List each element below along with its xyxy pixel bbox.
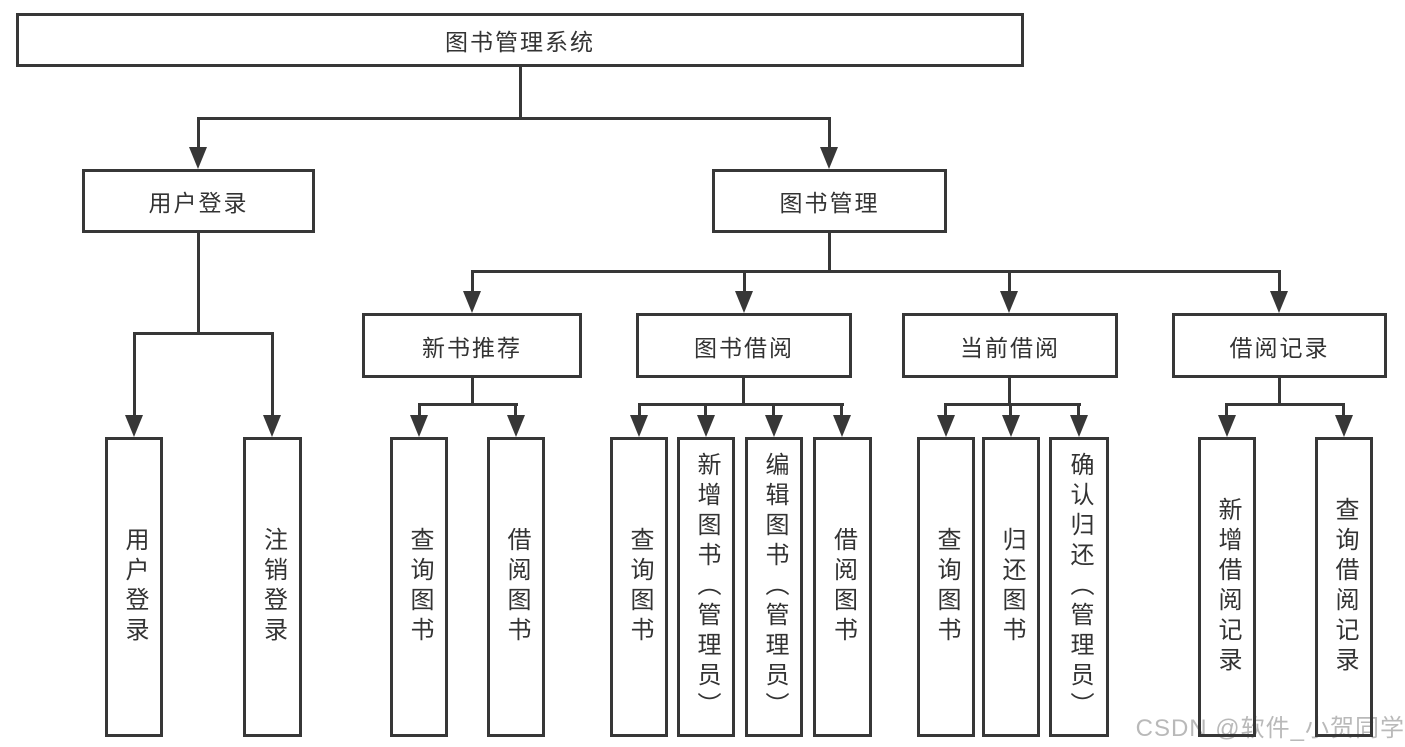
connector-drop: [1008, 270, 1011, 291]
connector-drop: [197, 117, 200, 148]
arrowhead-down-icon: [833, 415, 851, 437]
connector-drop: [1009, 403, 1012, 416]
arrowhead-down-icon: [820, 147, 838, 169]
arrowhead-down-icon: [1218, 415, 1236, 437]
leaf-label: 新增图书（管理员）: [693, 452, 720, 722]
connector-drop: [772, 403, 775, 416]
leaf-label: 查询图书: [933, 527, 960, 647]
leaf-label: 编辑图书（管理员）: [761, 452, 788, 722]
connector-drop: [471, 270, 474, 291]
arrowhead-down-icon: [507, 415, 525, 437]
node-label: 用户登录: [148, 190, 249, 216]
arrowhead-down-icon: [1000, 291, 1018, 313]
leaf-label: 借阅图书: [503, 527, 530, 647]
arrowhead-down-icon: [463, 291, 481, 313]
connector-drop: [133, 332, 136, 416]
arrowhead-down-icon: [1070, 415, 1088, 437]
leaf-confirm-return-admin: 确认归还（管理员）: [1049, 437, 1109, 737]
leaf-label: 注销登录: [259, 527, 287, 647]
arrowhead-down-icon: [189, 147, 207, 169]
node-book-management: 图书管理: [712, 169, 947, 233]
node-current-borrow: 当前借阅: [902, 313, 1118, 378]
leaf-label: 用户登录: [121, 527, 148, 647]
node-label: 借阅记录: [1229, 334, 1330, 361]
arrowhead-down-icon: [937, 415, 955, 437]
arrowhead-down-icon: [697, 415, 715, 437]
leaf-user-login: 用户登录: [105, 437, 163, 737]
leaf-label: 查询图书: [626, 527, 653, 647]
node-book-borrow: 图书借阅: [636, 313, 852, 378]
leaf-label: 确认归还（管理员）: [1066, 452, 1093, 722]
connector-rail: [418, 403, 518, 406]
connector-stem: [1008, 378, 1011, 406]
connector-drop: [944, 403, 947, 416]
leaf-label: 归还图书: [998, 527, 1025, 647]
leaf-query-borrow-record: 查询借阅记录: [1315, 437, 1373, 737]
node-borrow-records: 借阅记录: [1172, 313, 1387, 378]
connector-drop: [514, 403, 517, 416]
leaf-edit-book-admin: 编辑图书（管理员）: [745, 437, 803, 737]
leaf-label: 新增借阅记录: [1214, 497, 1241, 677]
node-library-management-system: 图书管理系统: [16, 13, 1024, 67]
connector-stem: [742, 378, 745, 406]
node-new-book-recommend: 新书推荐: [362, 313, 582, 378]
leaf-query-books-borrow: 查询图书: [610, 437, 668, 737]
leaf-label: 查询借阅记录: [1331, 497, 1358, 677]
node-user-login: 用户登录: [82, 169, 315, 233]
connector-drop: [638, 403, 641, 416]
node-label: 当前借阅: [960, 334, 1060, 361]
connector-rail: [944, 403, 1081, 406]
connector-drop: [1077, 403, 1080, 416]
connector-user-login-rail: [133, 332, 274, 335]
leaf-add-book-admin: 新增图书（管理员）: [677, 437, 735, 737]
arrowhead-down-icon: [765, 415, 783, 437]
node-label: 图书借阅: [694, 334, 794, 361]
node-label: 图书管理系统: [445, 29, 595, 55]
leaf-label: 查询图书: [406, 527, 433, 647]
connector-drop: [1342, 403, 1345, 416]
connector-stem: [1278, 378, 1281, 406]
arrowhead-down-icon: [125, 415, 143, 437]
connector-drop: [743, 270, 746, 291]
leaf-add-borrow-record: 新增借阅记录: [1198, 437, 1256, 737]
arrowhead-down-icon: [1270, 291, 1288, 313]
connector-drop: [828, 117, 831, 148]
connector-book-mgmt-rail: [471, 270, 1281, 273]
connector-root-stem: [519, 67, 522, 119]
connector-drop: [1225, 403, 1228, 416]
arrowhead-down-icon: [630, 415, 648, 437]
connector-l1-rail: [197, 117, 831, 120]
leaf-label: 借阅图书: [829, 527, 857, 647]
connector-drop: [271, 332, 274, 416]
connector-user-login-stem: [197, 233, 200, 335]
arrowhead-down-icon: [1335, 415, 1353, 437]
leaf-borrow-books: 借阅图书: [813, 437, 872, 737]
arrowhead-down-icon: [735, 291, 753, 313]
node-label: 图书管理: [779, 190, 880, 216]
leaf-return-book: 归还图书: [982, 437, 1040, 737]
connector-drop: [704, 403, 707, 416]
arrowhead-down-icon: [1002, 415, 1020, 437]
connector-stem: [471, 378, 474, 406]
connector-drop: [418, 403, 421, 416]
arrowhead-down-icon: [263, 415, 281, 437]
connector-rail: [638, 403, 844, 406]
csdn-watermark: CSDN @软件_小贺同学: [1135, 715, 1405, 742]
arrowhead-down-icon: [410, 415, 428, 437]
connector-drop: [1278, 270, 1281, 291]
node-label: 新书推荐: [422, 334, 522, 361]
leaf-query-books-recommend: 查询图书: [390, 437, 448, 737]
connector-book-mgmt-stem: [828, 233, 831, 273]
leaf-query-books-current: 查询图书: [917, 437, 975, 737]
leaf-logout: 注销登录: [243, 437, 302, 737]
connector-rail: [1225, 403, 1345, 406]
leaf-borrow-books-recommend: 借阅图书: [487, 437, 545, 737]
connector-drop: [840, 403, 843, 416]
